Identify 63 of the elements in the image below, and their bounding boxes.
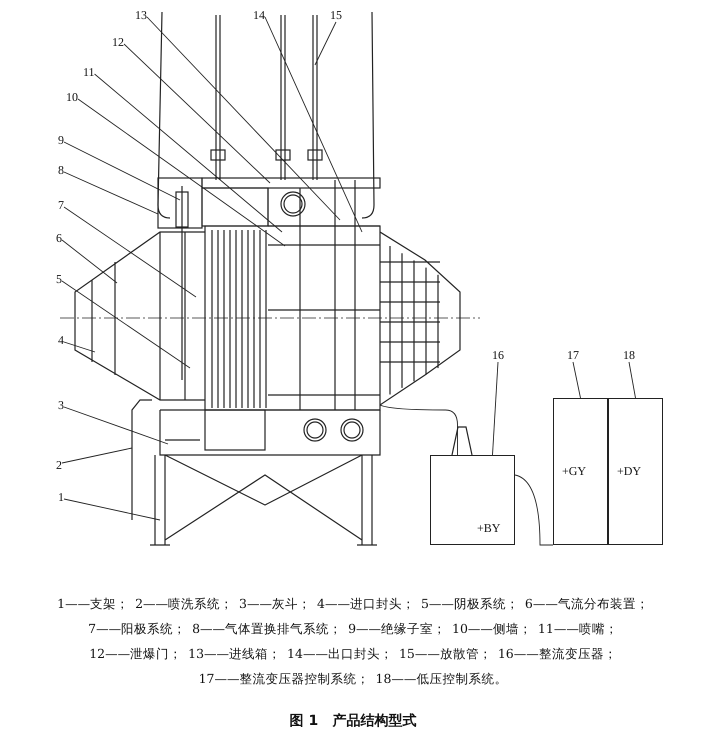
legend-entry: 1——支架； [57, 596, 130, 613]
equipment-label: +GY [562, 464, 586, 479]
legend-entry: 12——泄爆门； [89, 646, 182, 663]
leader-line [62, 448, 132, 464]
callout-number: 14 [253, 8, 265, 22]
callout-number: 5 [56, 272, 62, 286]
control-cabinet [608, 398, 663, 545]
leader-line [492, 362, 498, 456]
legend-entry: 15——放散管； [398, 646, 492, 663]
leader-line [572, 362, 581, 398]
callout-number: 3 [58, 398, 64, 412]
legend-entry: 14——出口封头； [287, 646, 393, 663]
leader-line [146, 16, 340, 220]
legend-entry: 17——整流变压器控制系统； [198, 671, 370, 688]
callout-number: 13 [135, 8, 147, 22]
leader-line [64, 342, 96, 352]
legend-entry: 3——灰斗； [239, 596, 311, 613]
leader-line [64, 498, 160, 520]
leader-line [64, 172, 158, 214]
leader-line [124, 44, 270, 184]
legend-entry: 5——阴极系统； [420, 596, 519, 613]
legend-entry: 7——阳极系统； [88, 621, 186, 638]
leader-line [78, 98, 286, 246]
callout-number: 15 [330, 8, 342, 22]
leader-line [62, 240, 118, 284]
callout-number: 4 [58, 333, 64, 347]
callout-number: 2 [56, 458, 62, 472]
callout-number: 18 [623, 348, 635, 362]
leader-line [264, 16, 362, 232]
callout-number: 8 [58, 163, 64, 177]
figure-caption: 图 1 产品结构型式 [290, 713, 416, 729]
leader-line [314, 22, 336, 66]
legend-entry: 10——侧墙； [452, 621, 532, 638]
transformer-housing [430, 455, 515, 545]
legend-entry: 4——进口封头； [317, 596, 415, 613]
callout-number: 16 [492, 348, 504, 362]
leader-line [628, 362, 636, 398]
legend-entry: 9——绝缘子室； [348, 621, 446, 638]
cable-line [514, 474, 554, 546]
legend-entry: 11——喷嘴； [538, 621, 618, 638]
callout-number: 17 [567, 348, 579, 362]
equipment-label: +DY [617, 464, 642, 479]
callout-number: 1 [58, 490, 64, 504]
callout-number: 11 [83, 65, 95, 79]
equipment-label: +BY [477, 521, 500, 536]
leader-line [94, 74, 282, 232]
callout-number: 12 [112, 35, 124, 49]
legend-entry: 2——喷洗系统； [135, 596, 234, 613]
callout-number: 10 [66, 90, 78, 104]
control-cabinet [553, 398, 608, 545]
leader-line [64, 406, 168, 444]
cable-line [380, 404, 458, 456]
legend-entry: 18——低压控制系统。 [376, 671, 508, 688]
legend-entry: 6——气流分布装置； [524, 596, 649, 613]
legend-entry: 16——整流变压器； [498, 646, 617, 663]
legend-entry: 8——气体置换排气系统； [192, 621, 342, 638]
leader-line [62, 280, 190, 368]
callout-number: 7 [58, 198, 64, 212]
callout-number: 9 [58, 133, 64, 147]
callout-number: 6 [56, 231, 62, 245]
legend-entry: 13——进线箱； [188, 646, 282, 663]
leader-line [64, 142, 180, 200]
leader-line [64, 206, 196, 298]
